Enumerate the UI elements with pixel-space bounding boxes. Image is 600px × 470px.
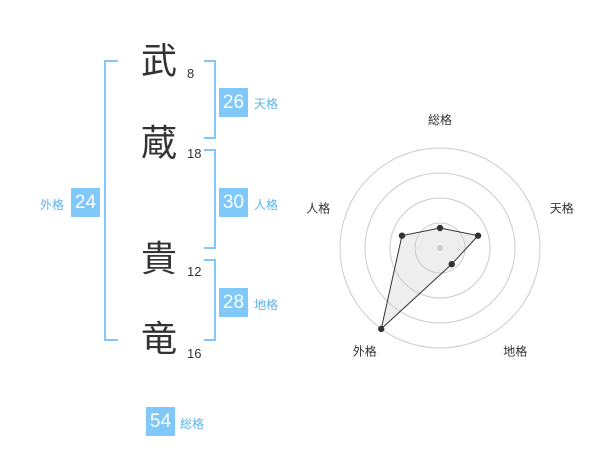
stroke-count-3: 12 <box>187 264 202 279</box>
gaikaku-label: 外格 <box>40 198 65 212</box>
radar-point-1 <box>436 224 444 232</box>
radar-point-3 <box>448 260 455 268</box>
radar-axis-label-1: 総格 <box>428 112 452 127</box>
radar-axis-label-3: 地格 <box>503 344 527 359</box>
radar-center <box>437 245 443 251</box>
radar-polygon <box>380 227 480 331</box>
chikaku-value: 28 <box>219 288 248 317</box>
jinkaku-value: 30 <box>219 188 248 217</box>
radar-point-2 <box>474 232 482 239</box>
chikaku-label: 地格 <box>254 298 279 312</box>
jinkaku-bracket <box>204 149 216 249</box>
name-char-2: 蔵 <box>141 123 178 164</box>
tenkaku-bracket <box>204 60 216 139</box>
soukaku-label: 総格 <box>180 417 205 431</box>
radar-point-5 <box>398 232 406 239</box>
tenkaku-label: 天格 <box>254 97 279 111</box>
radar-point-4 <box>378 325 385 333</box>
radar-ring-4 <box>339 147 541 349</box>
soukaku-value: 54 <box>146 407 175 436</box>
gaikaku-bracket <box>104 60 118 341</box>
stroke-count-4: 16 <box>187 346 202 361</box>
radar-ring-1 <box>414 222 466 274</box>
radar-axis-label-5: 人格 <box>306 200 330 215</box>
radar-ring-3 <box>364 172 516 324</box>
stroke-count-2: 18 <box>187 146 202 161</box>
gaikaku-value: 24 <box>71 188 100 217</box>
name-char-4: 竜 <box>141 319 178 360</box>
chikaku-bracket <box>204 259 216 341</box>
stroke-count-1: 8 <box>187 66 195 81</box>
radar-axis-label-4: 外格 <box>353 344 377 359</box>
jinkaku-label: 人格 <box>254 198 279 212</box>
radar-ring-2 <box>389 197 491 299</box>
radar-axis-label-2: 天格 <box>550 200 574 215</box>
name-char-3: 貴 <box>141 239 178 280</box>
tenkaku-value: 26 <box>219 88 248 117</box>
name-char-1: 武 <box>141 41 178 82</box>
